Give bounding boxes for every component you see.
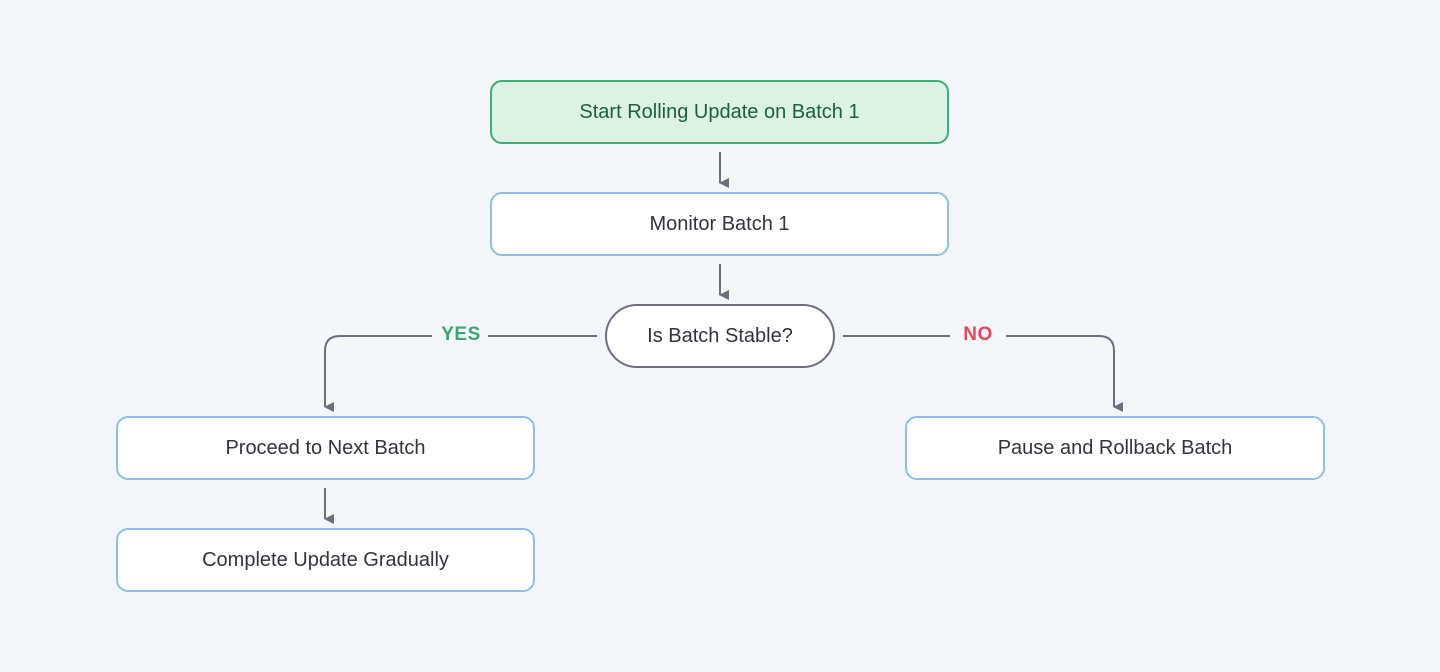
node-start-rolling-update: Start Rolling Update on Batch 1 bbox=[490, 80, 949, 144]
connector-decision-to-rollback bbox=[843, 335, 1114, 407]
connector-decision-to-proceed bbox=[325, 335, 597, 407]
branch-label-no: NO bbox=[963, 324, 993, 345]
node-monitor-batch: Monitor Batch 1 bbox=[490, 192, 949, 256]
node-complete-update: Complete Update Gradually bbox=[116, 528, 535, 592]
node-monitor-label: Monitor Batch 1 bbox=[649, 212, 790, 235]
node-decision-label: Is Batch Stable? bbox=[647, 324, 793, 347]
node-complete-label: Complete Update Gradually bbox=[202, 548, 449, 571]
node-rollback-label: Pause and Rollback Batch bbox=[997, 436, 1233, 459]
node-decision-is-batch-stable: Is Batch Stable? bbox=[605, 304, 835, 368]
node-pause-rollback: Pause and Rollback Batch bbox=[905, 416, 1325, 480]
node-proceed-label: Proceed to Next Batch bbox=[225, 436, 426, 459]
node-start-label: Start Rolling Update on Batch 1 bbox=[579, 100, 860, 123]
node-proceed-next-batch: Proceed to Next Batch bbox=[116, 416, 535, 480]
branch-label-yes: YES bbox=[441, 324, 481, 345]
